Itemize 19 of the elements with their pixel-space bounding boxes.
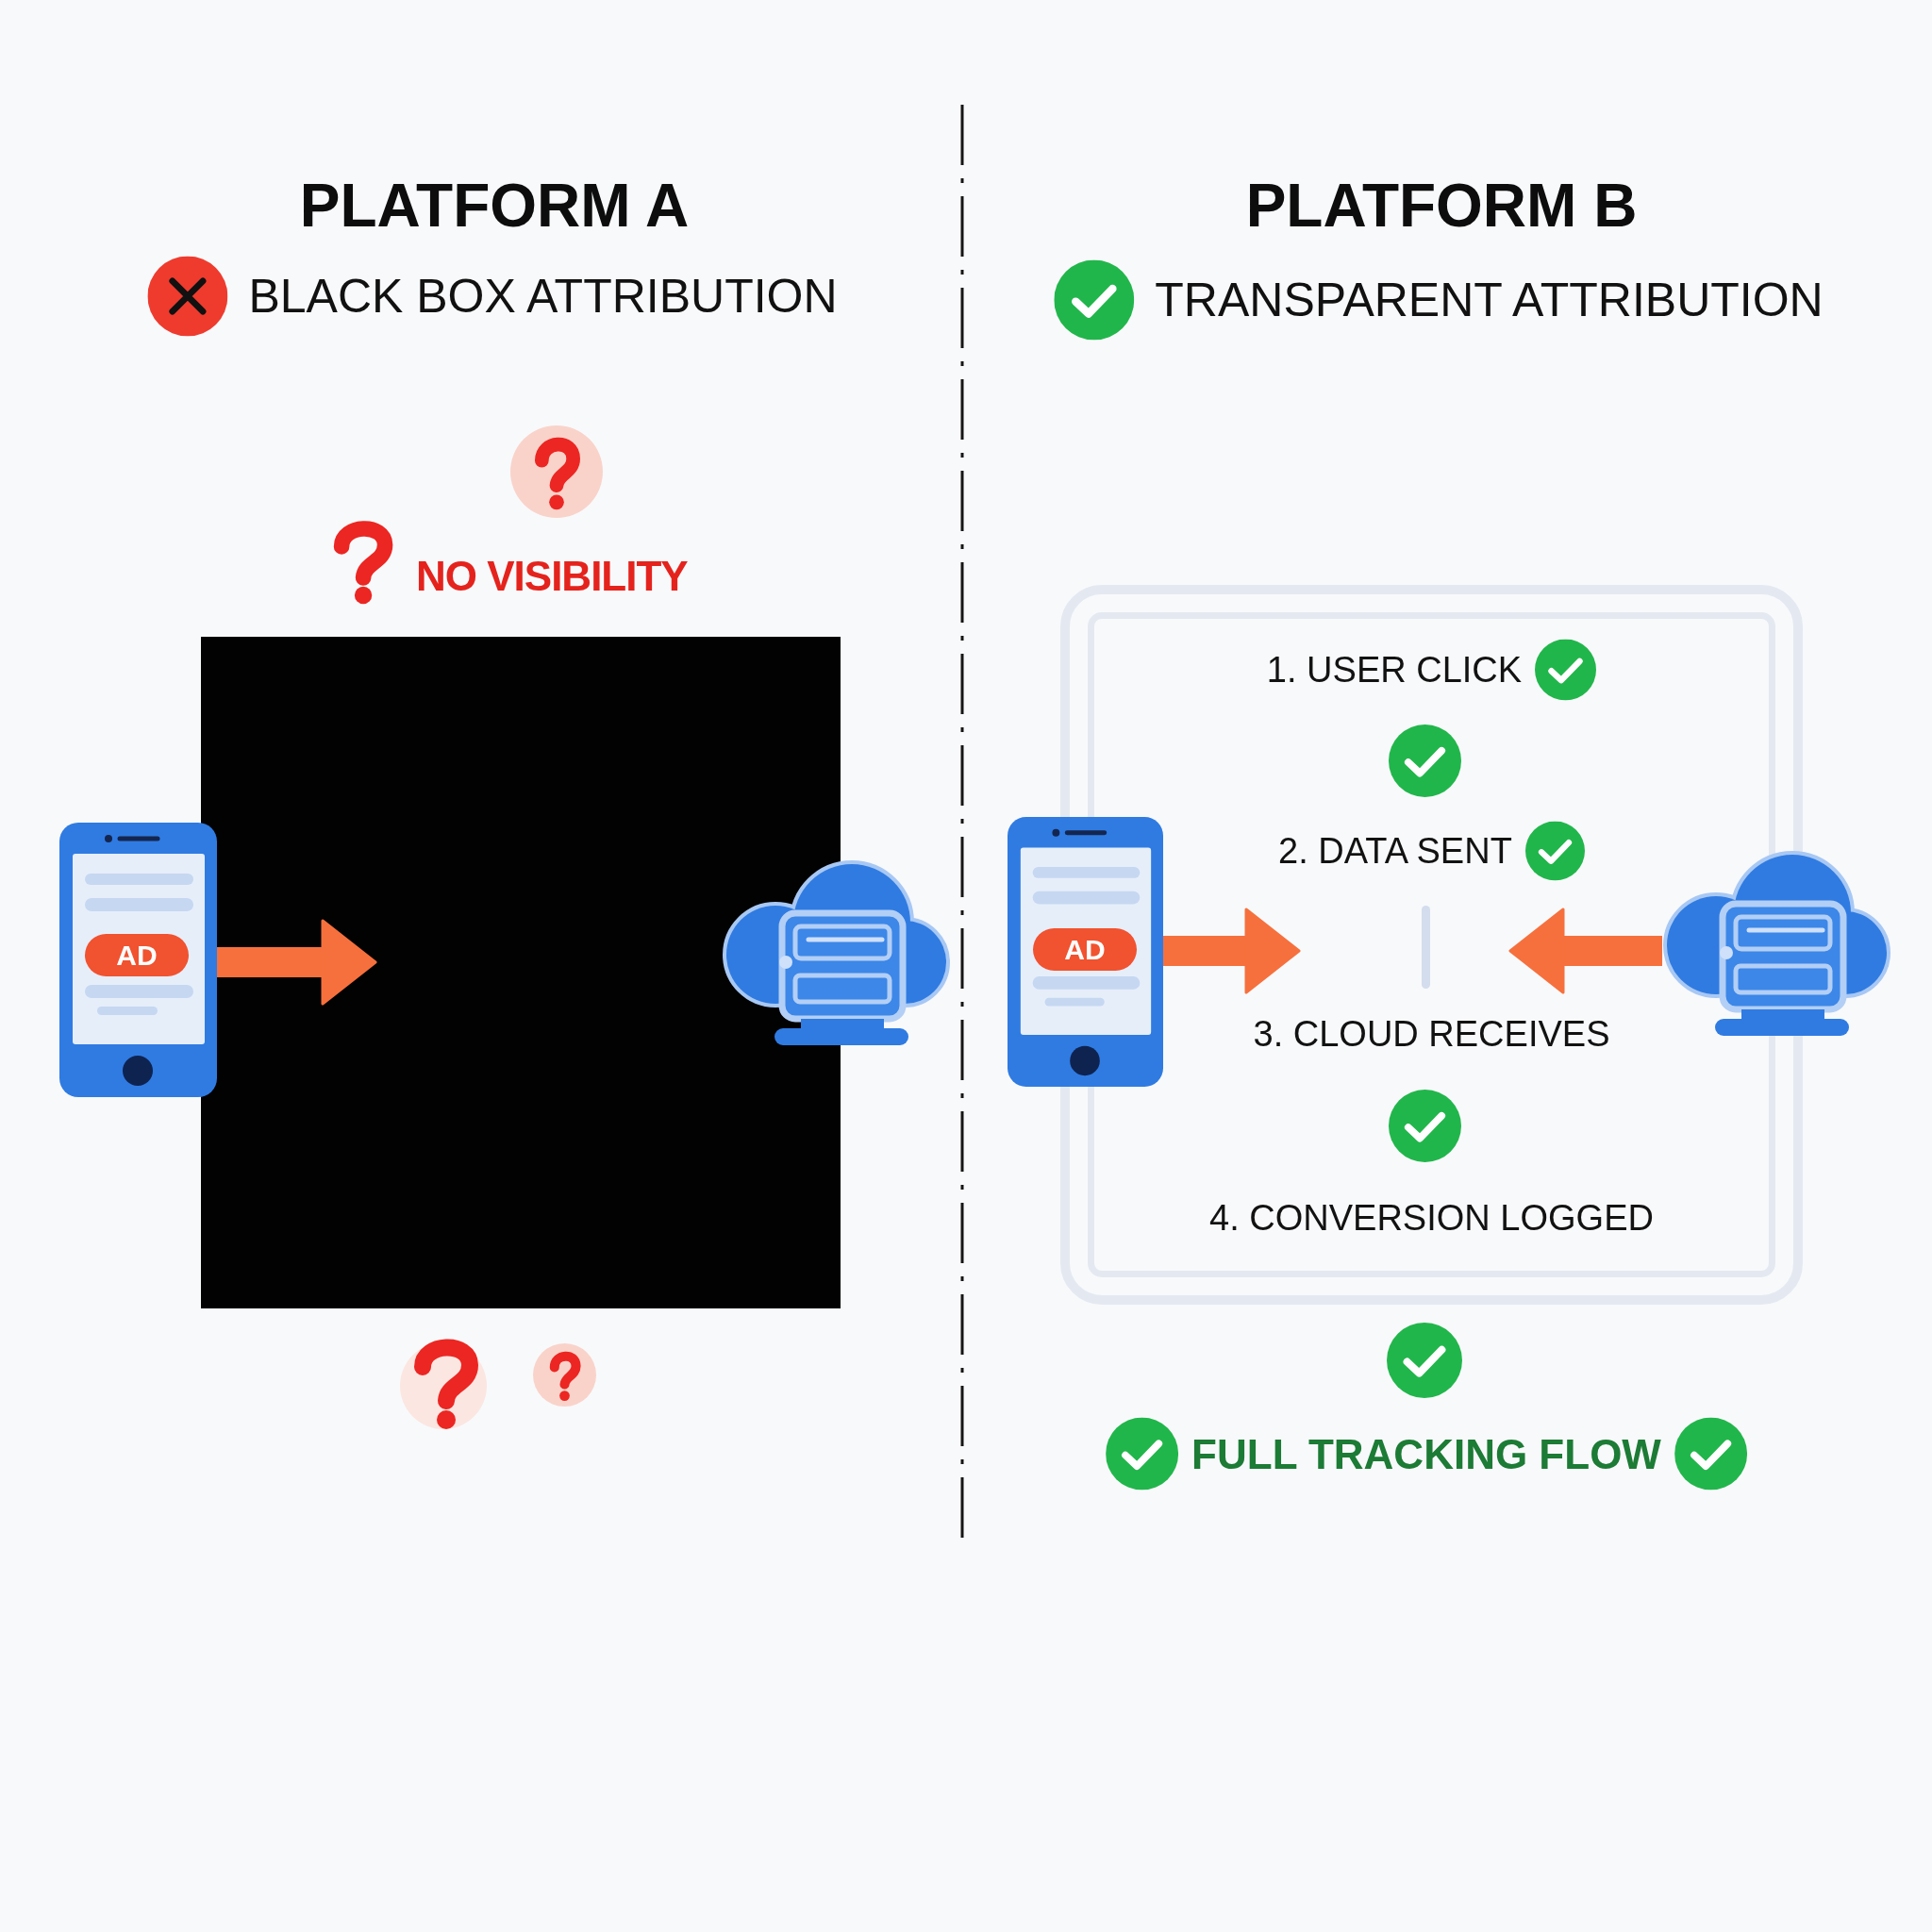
ad-badge: AD (85, 934, 189, 976)
cloud-server-drawing (1662, 851, 1890, 1038)
arrow (1163, 908, 1301, 994)
panel-subtitle: TRANSPARENT ATTRIBUTION (1155, 272, 1824, 328)
ad-badge: AD (1033, 928, 1137, 971)
arrow (217, 919, 377, 1006)
arrow (1508, 908, 1662, 994)
summary-label: FULL TRACKING FLOW (1191, 1429, 1661, 1479)
step-label: 3. CLOUD RECEIVES (1253, 1013, 1610, 1057)
warning-label: NO VISIBILITY (416, 551, 688, 601)
flow-panel (1060, 585, 1803, 1305)
opaque-panel (201, 637, 841, 1308)
step-label: 1. USER CLICK (1266, 648, 1523, 691)
panel-title: PLATFORM A (299, 171, 690, 242)
cloud-server-drawing (722, 860, 950, 1047)
panel-subtitle: BLACK BOX ATTRIBUTION (248, 268, 838, 325)
step-label: 4. CONVERSION LOGGED (1209, 1197, 1654, 1241)
panel-title: PLATFORM B (1245, 171, 1638, 242)
step-label: 2. DATA SENT (1278, 829, 1512, 873)
